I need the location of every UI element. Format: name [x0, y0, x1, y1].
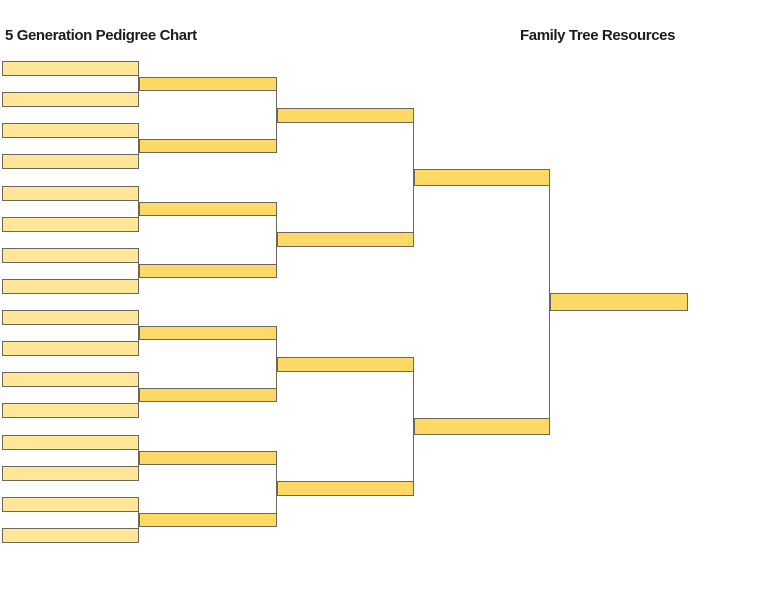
- pedigree-box-generation-5-12: [2, 403, 139, 419]
- bracket-connector: [276, 84, 277, 147]
- pedigree-box-generation-1-1: [550, 293, 688, 311]
- pedigree-box-generation-4-5: [139, 326, 277, 341]
- pedigree-box-generation-5-5: [2, 185, 139, 201]
- pedigree-box-generation-5-14: [2, 465, 139, 481]
- pedigree-box-generation-5-16: [2, 528, 139, 543]
- pedigree-box-generation-4-8: [139, 512, 277, 527]
- pedigree-box-generation-4-2: [139, 139, 277, 154]
- page-title: 5 Generation Pedigree Chart: [5, 27, 197, 44]
- bracket-connector: [276, 333, 277, 396]
- pedigree-box-generation-4-1: [139, 77, 277, 92]
- bracket-connector: [276, 208, 277, 271]
- bracket-connector: [138, 130, 139, 162]
- pedigree-box-generation-3-1: [277, 107, 414, 123]
- bracket-connector: [413, 364, 414, 489]
- pedigree-box-generation-5-8: [2, 278, 139, 294]
- pedigree-box-generation-4-4: [139, 263, 277, 278]
- pedigree-box-generation-5-2: [2, 92, 139, 108]
- bracket-connector: [138, 193, 139, 225]
- pedigree-box-generation-2-1: [414, 169, 550, 186]
- pedigree-box-generation-5-3: [2, 123, 139, 139]
- pedigree-box-generation-5-9: [2, 310, 139, 325]
- bracket-connector: [138, 255, 139, 287]
- bracket-connector: [138, 317, 139, 349]
- pedigree-box-generation-5-10: [2, 341, 139, 357]
- pedigree-box-generation-4-7: [139, 450, 277, 465]
- brand-title: Family Tree Resources: [520, 27, 676, 44]
- pedigree-box-generation-2-2: [414, 418, 550, 435]
- pedigree-box-generation-5-11: [2, 372, 139, 388]
- bracket-connector: [276, 457, 277, 520]
- bracket-connector: [138, 442, 139, 474]
- bracket-connector: [549, 177, 550, 427]
- pedigree-box-generation-3-3: [277, 356, 414, 372]
- bracket-connector: [138, 379, 139, 411]
- pedigree-box-generation-4-6: [139, 388, 277, 403]
- pedigree-box-generation-3-4: [277, 481, 414, 497]
- bracket-connector: [138, 504, 139, 536]
- pedigree-box-generation-3-2: [277, 232, 414, 248]
- bracket-connector: [413, 115, 414, 240]
- pedigree-box-generation-5-4: [2, 154, 139, 170]
- pedigree-box-generation-4-3: [139, 201, 277, 216]
- pedigree-box-generation-5-1: [2, 61, 139, 76]
- pedigree-box-generation-5-6: [2, 216, 139, 232]
- pedigree-box-generation-5-15: [2, 496, 139, 512]
- pedigree-box-generation-5-13: [2, 434, 139, 450]
- pedigree-box-generation-5-7: [2, 247, 139, 263]
- bracket-connector: [138, 68, 139, 100]
